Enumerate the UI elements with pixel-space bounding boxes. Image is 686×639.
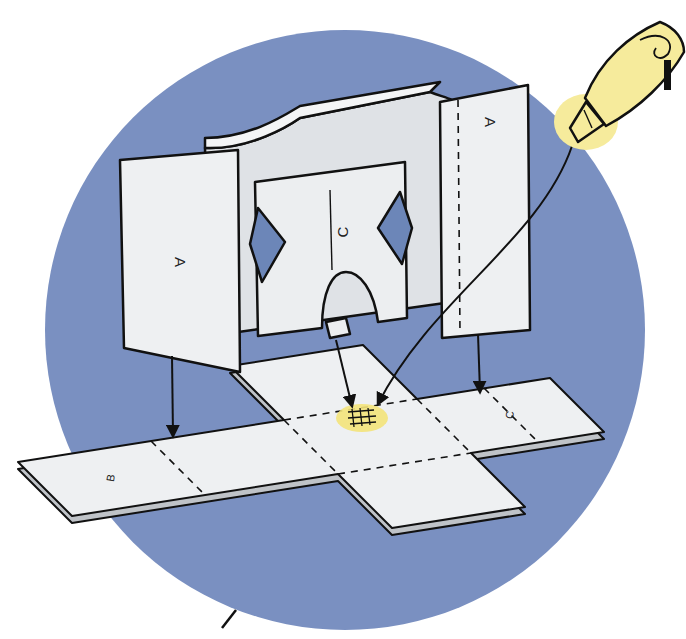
- part-letter: B: [105, 473, 117, 482]
- part-letter: C: [335, 227, 350, 238]
- headset: [120, 82, 530, 372]
- placement-arrows: [172, 146, 572, 436]
- background-disc: [45, 30, 645, 630]
- glue-spot: [336, 404, 388, 432]
- glue-tube: [554, 22, 684, 150]
- cropped-mark: [664, 60, 671, 90]
- part-letter: A: [173, 257, 188, 267]
- part-letter: A: [483, 117, 498, 127]
- part-letter: C: [504, 410, 516, 420]
- cardboard-base: [18, 345, 604, 535]
- cropped-mark: [222, 610, 236, 628]
